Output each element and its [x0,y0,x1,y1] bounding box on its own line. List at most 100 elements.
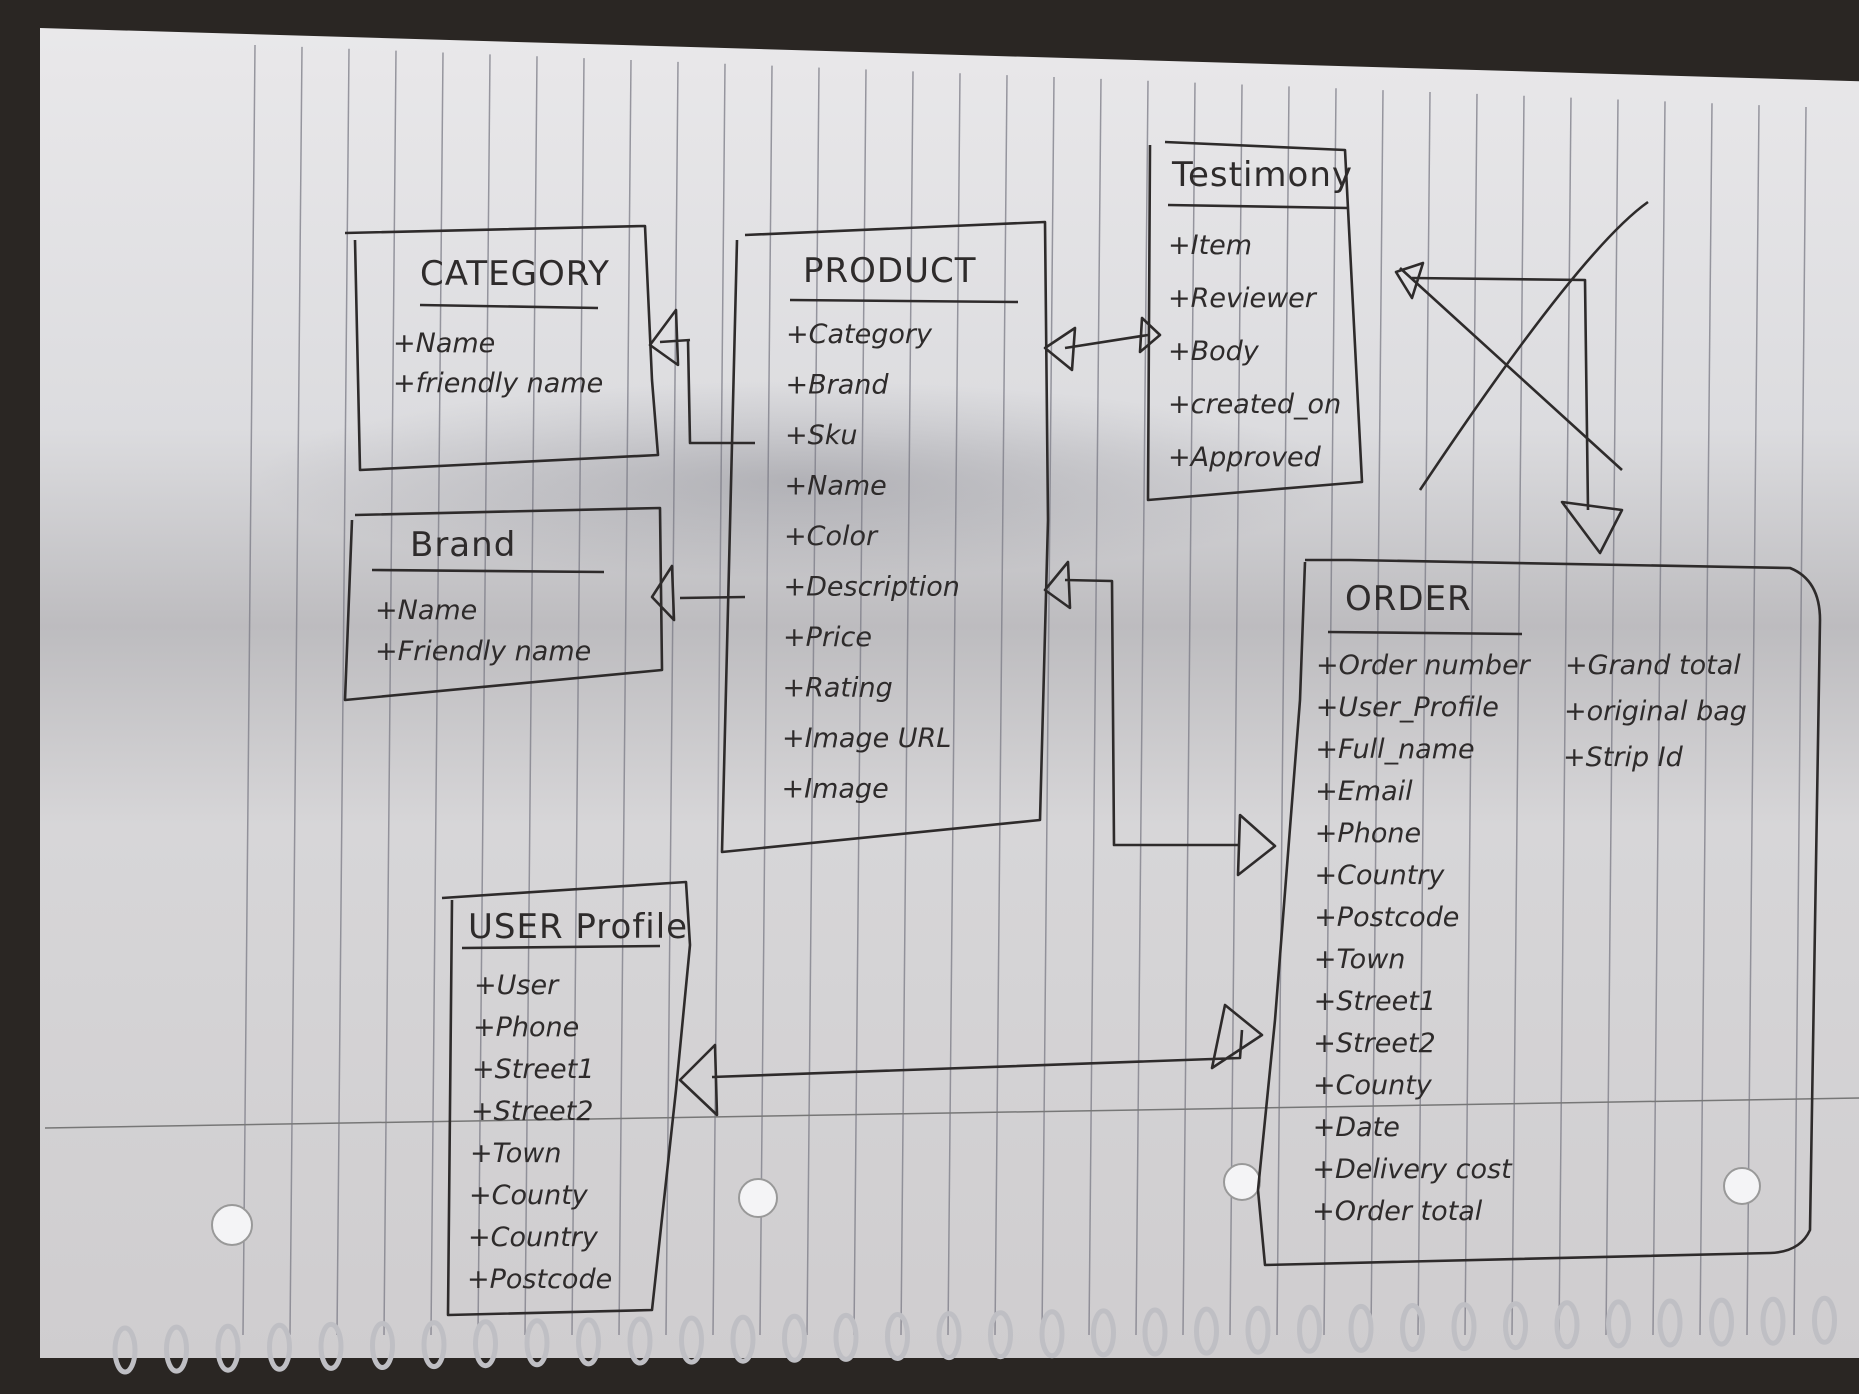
rule-line [1793,107,1807,1336]
rule-line [1370,90,1384,1336]
order-title: ORDER [1345,579,1472,619]
rule-line [1135,80,1149,1336]
rule-line [665,61,679,1336]
brand-field: +Friendly name [375,636,591,667]
rule-line [1182,82,1196,1336]
product-field: +Rating [783,673,893,704]
spiral-ring [833,1312,859,1362]
rule-line [336,48,350,1336]
order-field: +Strip Id [1563,742,1684,773]
spiral-ring [164,1324,189,1374]
spiral-ring [1142,1307,1168,1357]
user-profile-field: +Phone [473,1012,579,1043]
rule-line [900,71,914,1336]
spiral-ring [782,1313,807,1363]
testimony-field: +Body [1168,336,1260,367]
user-profile-field: +Postcode [467,1264,612,1295]
crossed-out-mark [1399,200,1649,491]
product-field: +Brand [786,370,890,401]
punch-hole [1723,1167,1761,1205]
order-field: +Order number [1316,650,1532,681]
spiral-ring [1400,1303,1425,1352]
product-field: +Category [786,319,933,350]
spiral-binding [112,1295,1837,1375]
spiral-ring [473,1319,498,1369]
rule-line [1511,95,1525,1336]
rule-line [806,67,820,1336]
spiral-ring [1709,1297,1734,1347]
order-field: +Town [1314,944,1406,975]
spiral-ring [1554,1300,1580,1350]
user-profile-field: +Country [468,1222,599,1253]
order-field: +Postcode [1314,902,1459,933]
punch-hole [1223,1163,1261,1201]
rule-line [1699,103,1713,1336]
rule-line [1558,97,1572,1336]
testimony-title: Testimony [1171,155,1353,195]
spiral-ring [679,1315,704,1365]
spiral-ring [1194,1306,1219,1356]
rule-line [712,63,726,1336]
order-field: +Date [1313,1112,1400,1143]
rule-line [1276,86,1290,1336]
order-field: +Order total [1312,1196,1483,1227]
rule-line [524,56,538,1336]
rule-line [759,65,773,1336]
order-title-underline [1327,630,1523,636]
product-field: +Price [783,622,872,653]
user-profile-field: +County [469,1180,589,1211]
spiral-ring [421,1320,447,1370]
spiral-ring [936,1311,962,1361]
brand-box [343,506,664,702]
user-profile-field: +Town [470,1138,562,1169]
user-profile-title: USER Profile [468,907,688,947]
category-product-connector [648,308,755,445]
spiral-ring [1657,1298,1683,1348]
spiral-ring [1297,1304,1322,1354]
testimony-field: +created_on [1168,389,1341,420]
rule-line [1323,88,1337,1336]
brand-field: +Name [375,595,477,626]
product-box [720,220,1050,854]
rule-line [1746,105,1760,1336]
spiral-ring [1606,1299,1631,1349]
order-field: +Street2 [1313,1028,1435,1059]
rule-line [1652,101,1666,1336]
category-field: +friendly name [393,368,603,399]
tear-line [44,1097,1859,1129]
rule-line [994,75,1008,1336]
rule-line [242,44,256,1336]
user-profile-field: +User [474,970,560,1001]
rule-line [1041,76,1055,1336]
userprofile-order-connector [678,1003,1264,1117]
spiral-ring [1039,1309,1065,1359]
hand-shadow [250,380,1350,580]
spiral-ring [576,1317,601,1367]
category-title-underline [419,303,599,310]
spiral-ring [1812,1295,1837,1345]
testimony-field: +Approved [1168,442,1322,473]
spiral-ring [627,1316,653,1366]
product-order-connector [1043,560,1277,877]
spiral-ring [885,1312,910,1361]
spiral-ring [1091,1308,1116,1358]
spiral-ring [318,1321,344,1371]
product-field: +Color [784,521,879,552]
rule-line [289,46,303,1336]
punch-hole [211,1204,253,1246]
order-field: +County [1313,1070,1433,1101]
category-field: +Name [393,328,495,359]
spiral-ring [112,1325,138,1375]
brand-product-connector [650,564,746,622]
product-title: PRODUCT [803,251,976,291]
spiral-ring [730,1314,756,1364]
order-field: +Phone [1315,818,1421,849]
product-field: +Name [785,471,887,502]
spiral-ring [1503,1301,1528,1351]
rule-line [1229,84,1243,1336]
punch-holes [211,1163,1761,1246]
product-testimony-connector [1043,316,1162,372]
order-field: +Delivery cost [1312,1154,1513,1185]
rule-line [1605,99,1619,1336]
